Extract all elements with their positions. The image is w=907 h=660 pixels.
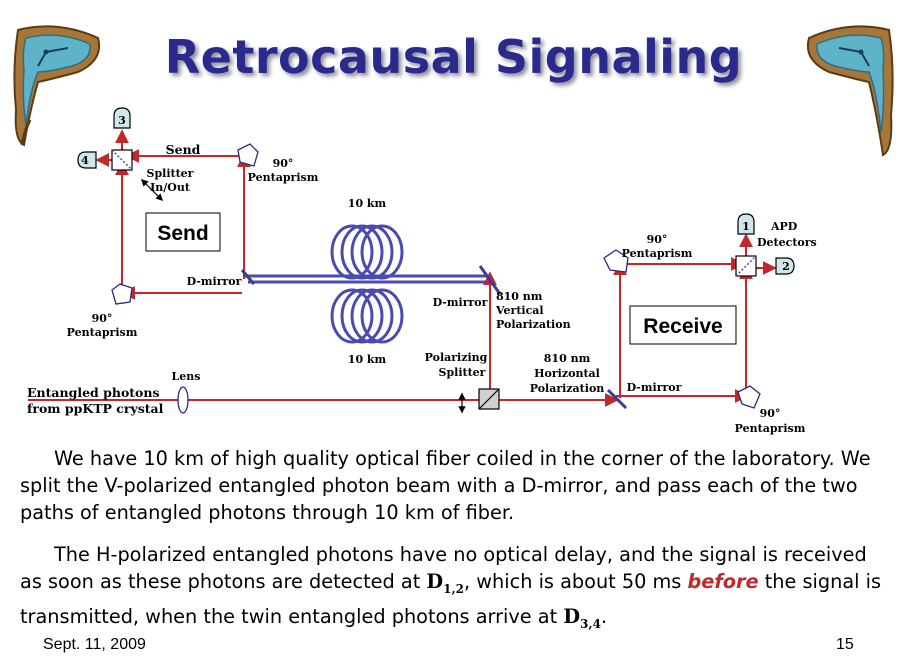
footer-date: Sept. 11, 2009 [43, 636, 146, 653]
paragraph-2-text-a: The H-polarized entangled photons have n… [20, 543, 867, 593]
pentaprism-top-name: Pentaprism [248, 171, 319, 184]
splitter-label-2: In/Out [150, 181, 191, 194]
optical-setup-diagram: 3 4 1 2 Send Receive Send Splitter In/Ou… [27, 107, 817, 435]
d12-letter: D [426, 570, 444, 593]
d34-subscript: 3,4 [580, 616, 601, 631]
fiber-length-top: 10 km [348, 197, 387, 210]
send-box [145, 212, 221, 252]
polarizing-splitter-2: Splitter [439, 366, 486, 379]
send-top-label: Send [166, 142, 201, 157]
pentaprism-receive-name: Pentaprism [622, 247, 693, 260]
apd-label-1: APD [770, 220, 798, 233]
source-label-2: from ppKTP crystal [27, 401, 164, 416]
splitter-label-1: Splitter [147, 167, 194, 180]
vertical-pol-1: 810 nm [496, 290, 543, 303]
detector-icon [77, 107, 795, 275]
polarizing-splitter-1: Polarizing [425, 351, 488, 364]
source-label-1: Entangled photons [27, 385, 160, 400]
detector-3-number: 3 [118, 114, 126, 127]
detector-4-number: 4 [81, 154, 89, 167]
paragraph-2-text-b: , which is about 50 ms [464, 570, 688, 593]
lens-label: Lens [172, 370, 201, 383]
beam-splitter-icon [111, 149, 757, 410]
d34-symbol: D3,4 [563, 604, 601, 631]
pentaprism-receive-deg: 90° [647, 233, 668, 246]
d-mirror-left-label: D-mirror [187, 275, 242, 288]
paragraph-2-end: . [600, 604, 608, 628]
vertical-pol-2: Vertical [495, 304, 544, 317]
send-box-label: Send [157, 222, 208, 245]
fiber-coil-icon [330, 224, 404, 344]
horizontal-pol-1: 810 nm [544, 352, 591, 365]
pentaprism-left-name: Pentaprism [67, 326, 138, 339]
d34-letter: D [563, 604, 581, 628]
receive-box-label: Receive [643, 315, 722, 338]
paragraph-2-text-c: the signal is transmitted, when the twin… [20, 570, 882, 628]
pentaprism-icon [111, 143, 761, 409]
vertical-pol-3: Polarization [496, 318, 571, 331]
paragraph-1: We have 10 km of high quality optical fi… [20, 445, 890, 526]
d12-subscript: 1,2 [443, 581, 465, 596]
splitter-in-out-arrow [140, 178, 164, 202]
before-emphasis: before [687, 570, 759, 593]
pentaprism-left-deg: 90° [92, 312, 113, 325]
slide-title: Retrocausal Signaling [164, 30, 743, 84]
horizontal-pol-3: Polarization [530, 382, 605, 395]
receive-box [629, 305, 737, 345]
pentaprism-top-deg: 90° [273, 157, 294, 170]
horizontal-pol-2: Horizontal [534, 367, 600, 380]
detector-2-number: 2 [782, 260, 790, 273]
pentaprism-bottom-deg: 90° [760, 407, 781, 420]
melting-clock-icon [13, 25, 100, 147]
detector-1-number: 1 [742, 220, 750, 233]
paragraph-2: The H-polarized entangled photons have n… [20, 541, 890, 638]
apd-label-2: Detectors [757, 236, 817, 249]
d-mirror-icon [240, 265, 628, 410]
page-number: 15 [836, 636, 854, 653]
pentaprism-bottom-name: Pentaprism [735, 422, 806, 435]
d12-symbol: D1,2 [426, 570, 465, 596]
d-mirror-bottom-label: D-mirror [627, 381, 682, 394]
paragraph-1-text: We have 10 km of high quality optical fi… [20, 447, 871, 524]
fiber-length-bottom: 10 km [348, 353, 387, 366]
laser-beams [28, 129, 777, 407]
lens-icon [177, 386, 189, 414]
d-mirror-right-label: D-mirror [433, 296, 488, 309]
melting-clock-icon [807, 25, 894, 157]
